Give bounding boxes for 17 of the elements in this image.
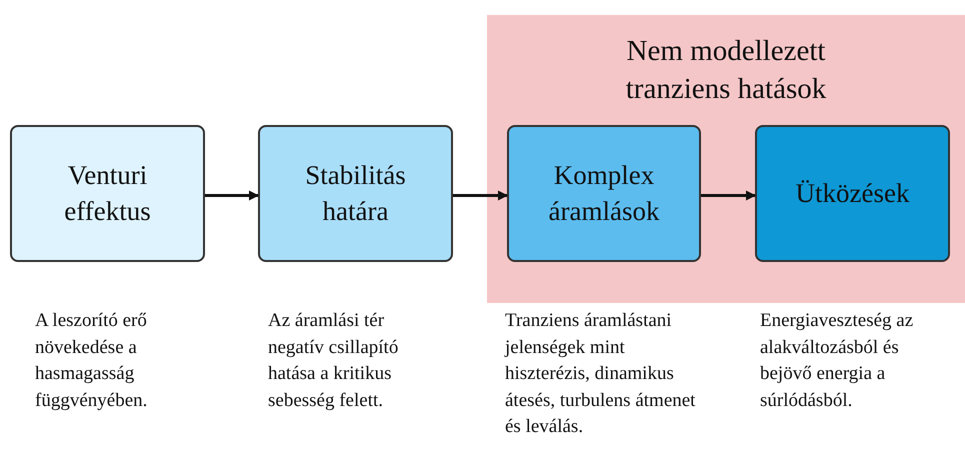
description-text: A leszorító erő növekedése a hasmagasság függvényében.: [35, 309, 148, 413]
process-box: [755, 125, 950, 262]
group-title: Nem modellezett tranziens hatások: [624, 34, 828, 107]
arrow: [453, 190, 508, 200]
box-label: Stabilitás határa: [304, 159, 407, 228]
description-text: Energiaveszteség az alakváltozásból és bejövő energia a súrlódásból.: [760, 309, 914, 413]
box-label: Komplex áramlások: [548, 159, 660, 228]
arrow: [701, 190, 756, 200]
box-label: Venturi effektus: [63, 159, 152, 228]
process-box: [258, 125, 453, 262]
process-box: [10, 125, 205, 262]
description-text: Tranziens áramlástani jelenségek mint hiszterézis, dinamikus átesés, turbulens átmenet és leválás.: [505, 309, 696, 440]
group-region: [487, 15, 965, 303]
box-label: Ütközések: [796, 176, 910, 210]
description-text: Az áramlási tér negatív csillapító hatása a kritikus sebesség felett.: [268, 309, 400, 413]
arrow: [205, 190, 259, 200]
process-box: [507, 125, 701, 262]
